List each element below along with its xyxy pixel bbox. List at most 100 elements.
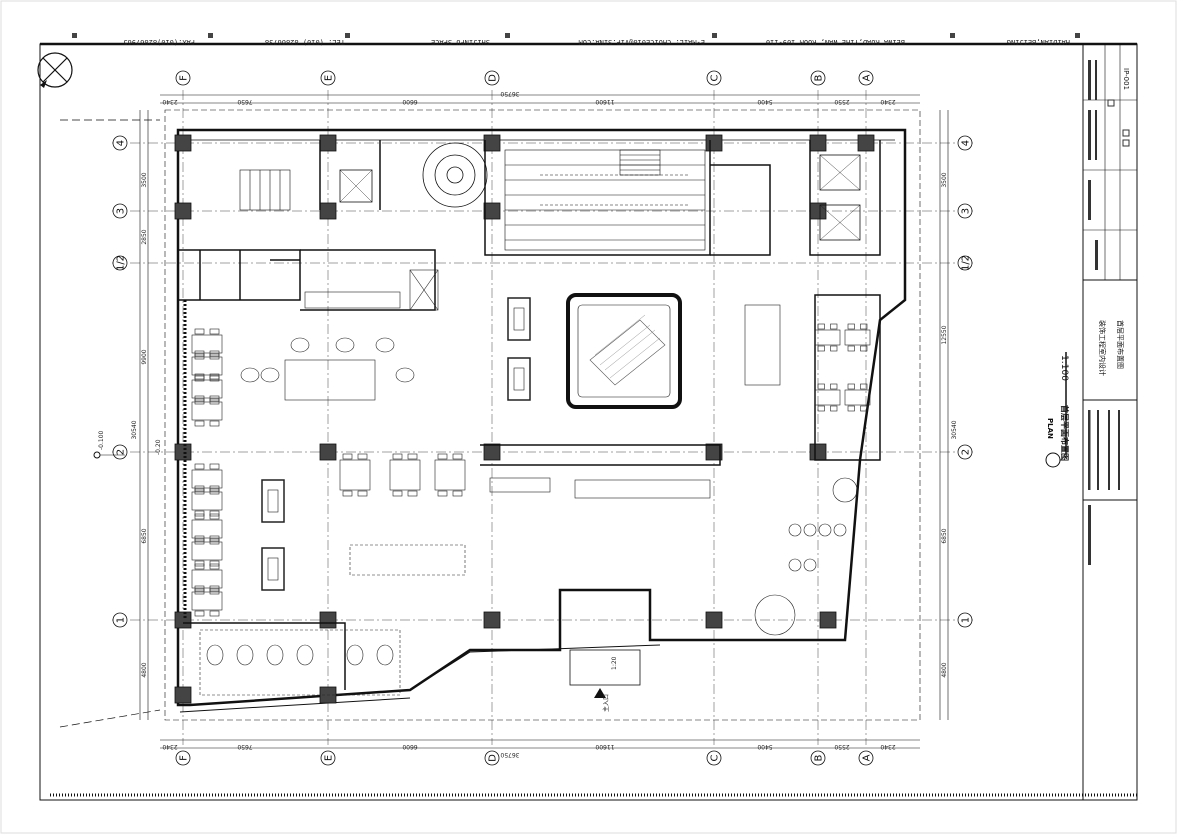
grid-label-col: B <box>814 754 825 761</box>
grid-label-row: 3 <box>961 208 972 214</box>
chair <box>860 345 868 352</box>
column-block <box>174 202 192 220</box>
lounge-area <box>199 629 401 696</box>
grid-label-col: D <box>488 754 499 762</box>
dining-table <box>191 491 223 511</box>
grid-label-col: A <box>862 754 873 761</box>
chair <box>194 513 205 520</box>
display-table <box>261 547 285 591</box>
column-block <box>319 443 337 461</box>
grid-label-row: 1 <box>116 617 127 623</box>
chair <box>392 453 403 460</box>
lounge-chair <box>376 644 394 666</box>
column-block <box>319 202 337 220</box>
lounge-chair <box>206 644 224 666</box>
chair <box>209 373 220 380</box>
column-block <box>483 611 501 629</box>
dining-table <box>434 459 466 491</box>
dining-table <box>389 459 421 491</box>
lounge-chair <box>296 644 314 666</box>
structural-columns <box>174 134 875 704</box>
chair <box>357 490 368 497</box>
lounge-chair <box>395 367 415 383</box>
chair <box>847 405 855 412</box>
chair <box>209 588 220 595</box>
north-arrow-icon <box>37 52 73 88</box>
dimension-right-value: 6850 <box>941 528 948 543</box>
grid-label-col: C <box>710 754 721 761</box>
grid-label-row: 2 <box>961 449 972 455</box>
chair <box>209 535 220 542</box>
grid-bubble-col <box>320 70 336 86</box>
dimension-side-total: 30540 <box>131 420 138 439</box>
header-tel: TEL: (010) 82866738 <box>265 38 345 46</box>
section-mark: 1:20 <box>611 656 618 670</box>
grid-bubble-col <box>706 70 722 86</box>
grid-label-col: E <box>324 75 335 81</box>
dimension-right-value: 3500 <box>941 172 948 187</box>
chair <box>847 383 855 390</box>
dimension-top-value: 11600 <box>595 98 614 105</box>
lounge-chair <box>346 644 364 666</box>
chair <box>194 328 205 335</box>
grid-bubble-row <box>957 135 973 151</box>
chair <box>437 453 448 460</box>
grid-bubble-row <box>957 444 973 460</box>
dining-table <box>191 401 223 421</box>
grid-bubble-col <box>175 750 191 766</box>
chair <box>194 588 205 595</box>
dimension-lines <box>139 94 949 749</box>
dining-table <box>844 389 871 406</box>
chair <box>860 323 868 330</box>
display-item <box>513 367 525 391</box>
shelf-unit <box>409 269 439 311</box>
grid-label-col: E <box>324 755 335 761</box>
round-seat <box>788 558 802 572</box>
grid-bubble-row <box>112 135 128 151</box>
entrance-label: 主入口 <box>602 694 610 712</box>
dining-table <box>191 379 223 399</box>
column-block <box>319 134 337 152</box>
plan-scale: 1:100 <box>1059 355 1069 381</box>
chair <box>209 560 220 567</box>
chair <box>209 353 220 360</box>
chair <box>194 535 205 542</box>
dimension-right-total: 30540 <box>951 420 958 439</box>
chair <box>209 488 220 495</box>
grid-label-row: 3 <box>116 208 127 214</box>
chair <box>209 563 220 570</box>
display-table <box>507 357 531 401</box>
dining-table <box>191 541 223 561</box>
dimension-top-value: 2340 <box>880 743 895 750</box>
dimension-side-value: 9900 <box>141 349 148 364</box>
column-block <box>483 202 501 220</box>
dimension-right-value: 4800 <box>941 662 948 677</box>
lounge-chair <box>335 337 355 353</box>
column-block <box>483 443 501 461</box>
chair <box>392 490 403 497</box>
elevation-value: -0.100 <box>98 430 105 450</box>
grid-bubble-row <box>112 612 128 628</box>
chair <box>194 563 205 570</box>
dimension-side-value: 4800 <box>141 662 148 677</box>
chair <box>209 395 220 402</box>
grid-label-col: B <box>814 74 825 81</box>
dining-table <box>814 389 841 406</box>
dimension-top-value: 6600 <box>402 98 417 105</box>
shelf-unit <box>409 269 439 311</box>
chair <box>817 345 825 352</box>
chair <box>342 453 353 460</box>
chair <box>209 538 220 545</box>
chair <box>194 395 205 402</box>
column-block <box>705 134 723 152</box>
chair <box>194 485 205 492</box>
grid-bubble-col <box>810 70 826 86</box>
round-seat <box>803 558 817 572</box>
lounge-chair <box>266 644 284 666</box>
display-table <box>261 479 285 523</box>
dimension-total: 36750 <box>500 751 519 758</box>
column-block <box>174 134 192 152</box>
column-block <box>483 134 501 152</box>
chair <box>194 463 205 470</box>
